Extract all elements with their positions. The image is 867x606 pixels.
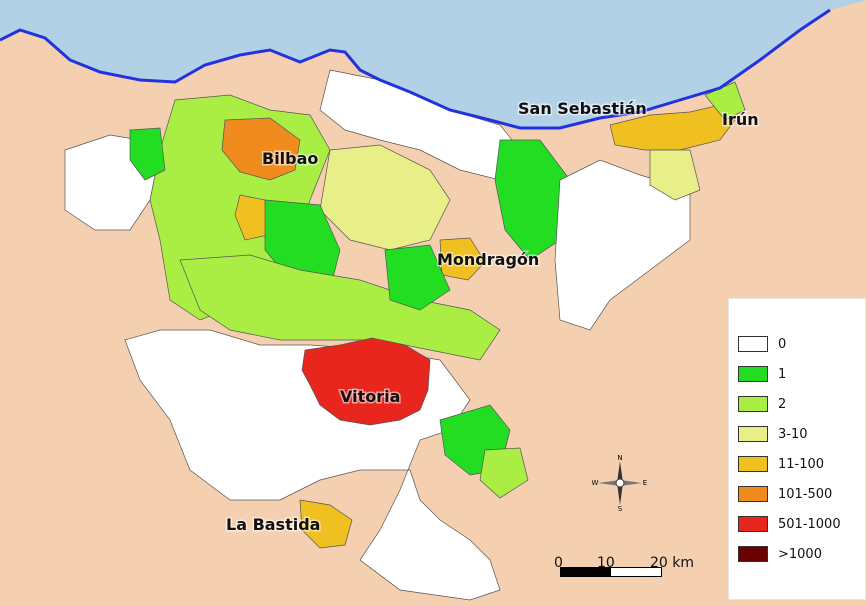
region-south-green [179, 254, 501, 361]
legend-label: 101-500 [778, 486, 833, 502]
region-east-lightgreen [649, 149, 701, 201]
legend-item: 0 [738, 333, 786, 355]
city-label-vitoria: Vitoria [340, 387, 400, 406]
legend-label: 0 [778, 336, 787, 352]
legend-swatch [738, 396, 768, 412]
legend-swatch [738, 336, 768, 352]
legend-item: 101-500 [738, 483, 832, 505]
region-east-white [554, 159, 691, 331]
region-east-yellow [609, 104, 736, 151]
region-alava-lightgreen [479, 447, 529, 499]
compass-rose-icon: N S E W [592, 455, 647, 511]
legend-item: 1 [738, 363, 786, 385]
legend-label: 1 [778, 366, 787, 382]
legend-swatch [738, 486, 768, 502]
city-label-san-sebastian: San Sebastián [518, 99, 647, 118]
legend-swatch [738, 546, 768, 562]
legend-label: 2 [778, 396, 787, 412]
legend: 0 1 2 3-10 11-100 101-500 501-1000 >1000 [728, 298, 866, 600]
coastline [0, 8, 831, 130]
region-bilbao-orange [221, 117, 301, 181]
legend-swatch [738, 366, 768, 382]
legend-item: 3-10 [738, 423, 808, 445]
compass-w: W [592, 479, 599, 487]
legend-label: 11-100 [778, 456, 825, 472]
legend-label: >1000 [778, 546, 822, 562]
scale-label-0: 0 [554, 555, 563, 571]
region-central-yellowgreen [319, 144, 451, 251]
legend-item: 501-1000 [738, 513, 841, 535]
legend-swatch [738, 516, 768, 532]
legend-swatch [738, 456, 768, 472]
legend-label: 501-1000 [778, 516, 841, 532]
city-label-la-bastida: La Bastida [226, 515, 320, 534]
region-south-green2 [384, 244, 451, 311]
region-mondragon [439, 237, 486, 281]
legend-item: 11-100 [738, 453, 824, 475]
region-bilbao-yellow [234, 194, 269, 241]
compass-e: E [643, 479, 647, 487]
city-label-irun: Irún [722, 110, 759, 129]
legend-item: >1000 [738, 543, 822, 565]
region-west-green2 [129, 127, 166, 181]
legend-swatch [738, 426, 768, 442]
legend-label: 3-10 [778, 426, 808, 442]
region-vitoria [301, 337, 431, 426]
compass-n: N [617, 455, 622, 462]
compass-s: S [618, 505, 623, 511]
region-irun-green [704, 81, 746, 121]
city-label-mondragon: Mondragón [437, 250, 539, 269]
region-la-bastida [299, 499, 353, 549]
legend-item: 2 [738, 393, 786, 415]
region-east-green [494, 139, 571, 261]
city-label-bilbao: Bilbao [262, 149, 318, 168]
scale-bar [560, 567, 662, 577]
